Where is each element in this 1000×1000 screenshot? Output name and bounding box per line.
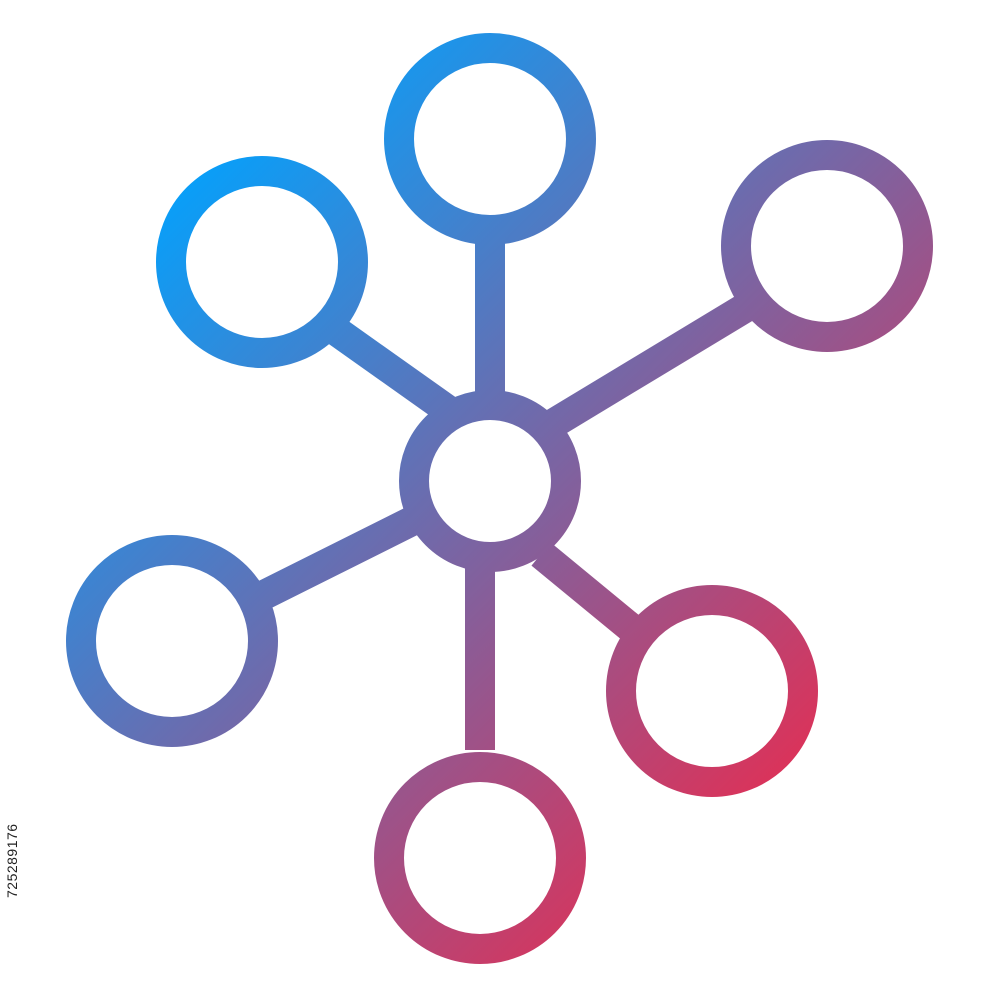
connector-right (543, 293, 756, 438)
connector-left (249, 506, 421, 613)
connector-lower-right (531, 542, 647, 645)
stock-image-id: 725289176 (4, 823, 20, 898)
node-left (66, 535, 278, 747)
node-lower-right (606, 585, 818, 797)
node-upper-left (156, 156, 368, 368)
center-node (399, 390, 581, 572)
node-right (721, 140, 933, 352)
connector-upper-left (326, 317, 461, 426)
node-bottom (374, 752, 586, 964)
node-top (384, 33, 596, 245)
